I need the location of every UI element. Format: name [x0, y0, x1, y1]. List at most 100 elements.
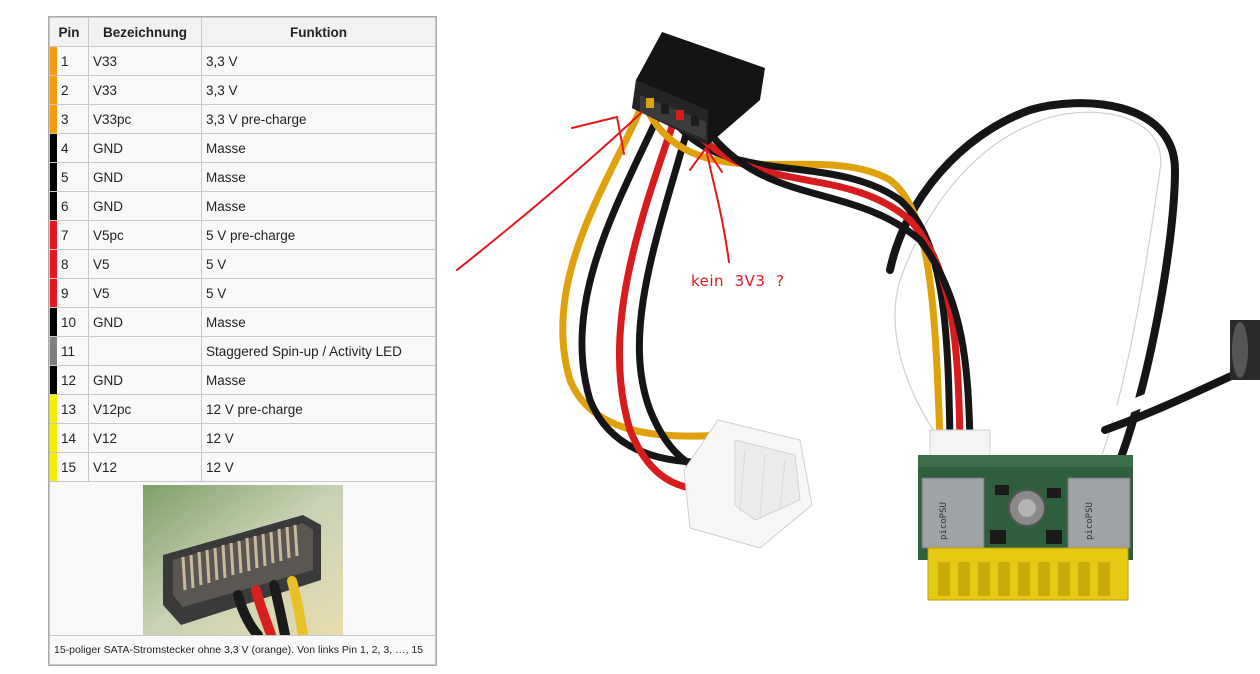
pin-bezeichnung: V12: [88, 423, 202, 453]
pin-bezeichnung: V5: [88, 249, 202, 279]
pin-bezeichnung: V33: [88, 46, 202, 76]
pin-number: 12: [49, 365, 89, 395]
pin-funktion: 5 V pre-charge: [201, 220, 436, 250]
pin-number: 7: [49, 220, 89, 250]
photo-row: [49, 481, 436, 636]
wire-color-strip: [50, 192, 57, 220]
pin-bezeichnung: V33pc: [88, 104, 202, 134]
pin-number-text: 2: [61, 82, 69, 98]
caption-row: 15-poliger SATA-Stromstecker ohne 3,3 V …: [49, 635, 436, 665]
picopsu-photo: picoPSU picoPSU: [559, 32, 1260, 601]
header-pin: Pin: [49, 17, 89, 47]
connector-photo-cell: [49, 481, 436, 636]
wire-color-strip: [50, 134, 57, 162]
pin-number-text: 11: [61, 343, 76, 359]
wire-color-strip: [50, 105, 57, 133]
pin-bezeichnung: V33: [88, 75, 202, 105]
pin-number-text: 4: [61, 140, 69, 156]
pin-funktion: 3,3 V pre-charge: [201, 104, 436, 134]
pin-number: 1: [49, 46, 89, 76]
pin-bezeichnung: GND: [88, 133, 202, 163]
wire-color-strip: [50, 453, 57, 481]
pin-bezeichnung: [88, 336, 202, 366]
connector-caption: 15-poliger SATA-Stromstecker ohne 3,3 V …: [49, 635, 436, 665]
pin-number: 14: [49, 423, 89, 453]
pin-funktion: 3,3 V: [201, 75, 436, 105]
pin-number-text: 9: [61, 285, 69, 301]
pin-number-text: 8: [61, 256, 69, 272]
table-header-row: Pin Bezeichnung Funktion: [49, 17, 436, 47]
pin-number: 15: [49, 452, 89, 482]
pin-number: 9: [49, 278, 89, 308]
pin-number-text: 1: [61, 53, 69, 69]
pin-funktion: 5 V: [201, 278, 436, 308]
pin-number: 5: [49, 162, 89, 192]
pin-bezeichnung: V5: [88, 278, 202, 308]
pin-number: 6: [49, 191, 89, 221]
pin-number: 3: [49, 104, 89, 134]
pin-number: 13: [49, 394, 89, 424]
pin-bezeichnung: V5pc: [88, 220, 202, 250]
wire-color-strip: [50, 221, 57, 249]
pin-bezeichnung: V12: [88, 452, 202, 482]
pin-bezeichnung: V12pc: [88, 394, 202, 424]
svg-text:picoPSU: picoPSU: [1085, 502, 1095, 540]
pin-number-text: 7: [61, 227, 69, 243]
wire-color-strip: [50, 76, 57, 104]
wire-color-strip: [50, 424, 57, 452]
header-funktion: Funktion: [201, 17, 436, 47]
wire-color-strip: [50, 279, 57, 307]
pin-bezeichnung: GND: [88, 191, 202, 221]
sata-connector-photo: [142, 485, 343, 635]
pin-number: 2: [49, 75, 89, 105]
annotation-note: kein 3V3 ?: [691, 272, 785, 290]
pin-number: 10: [49, 307, 89, 337]
pin-number-text: 12: [61, 372, 77, 388]
pin-funktion: 12 V: [201, 452, 436, 482]
pin-number: 11: [49, 336, 89, 366]
pin-number-text: 14: [61, 430, 77, 446]
wire-color-strip: [50, 337, 57, 365]
wire-color-strip: [50, 308, 57, 336]
wire-color-strip: [50, 250, 57, 278]
svg-text:picoPSU: picoPSU: [939, 502, 949, 540]
pin-bezeichnung: GND: [88, 307, 202, 337]
header-bezeichnung: Bezeichnung: [88, 17, 202, 47]
pin-number-text: 3: [61, 111, 69, 127]
pin-funktion: Masse: [201, 307, 436, 337]
pin-number-text: 5: [61, 169, 69, 185]
pin-funktion: Masse: [201, 191, 436, 221]
wire-color-strip: [50, 47, 57, 75]
pin-funktion: Masse: [201, 365, 436, 395]
pin-number-text: 10: [61, 314, 77, 330]
wire-color-strip: [50, 395, 57, 423]
pin-number-text: 6: [61, 198, 69, 214]
pin-funktion: 3,3 V: [201, 46, 436, 76]
pin-funktion: 12 V pre-charge: [201, 394, 436, 424]
pin-bezeichnung: GND: [88, 365, 202, 395]
pin-funktion: 5 V: [201, 249, 436, 279]
wire-color-strip: [50, 163, 57, 191]
wire-color-strip: [50, 366, 57, 394]
pin-funktion: 12 V: [201, 423, 436, 453]
pin-bezeichnung: GND: [88, 162, 202, 192]
pin-number: 4: [49, 133, 89, 163]
pin-funktion: Masse: [201, 162, 436, 192]
